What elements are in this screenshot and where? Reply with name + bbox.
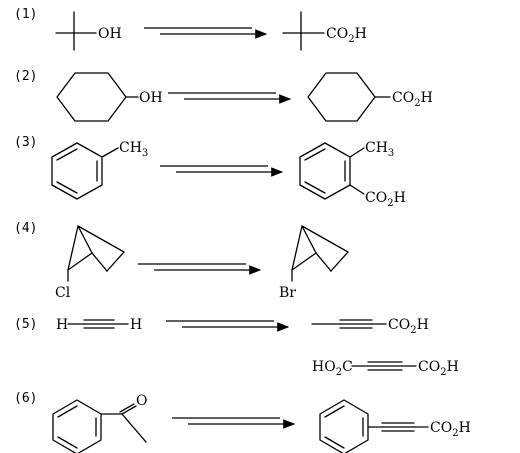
product-label: CO2H bbox=[392, 90, 433, 109]
label-part: CO bbox=[326, 26, 348, 42]
problem-6: (6) O CO2H bbox=[14, 391, 471, 453]
label-part: C bbox=[342, 359, 353, 375]
label-part: CO bbox=[418, 359, 440, 375]
product-label: Br bbox=[279, 285, 296, 301]
problem-number: (4) bbox=[14, 221, 37, 236]
problem-2: (2) OH CO2H bbox=[14, 69, 433, 122]
product-label: CO2H bbox=[388, 317, 429, 336]
label-part: CO bbox=[388, 317, 410, 333]
label-part: H bbox=[394, 190, 406, 206]
label-part: HO bbox=[312, 359, 336, 375]
problem-number: (6) bbox=[14, 391, 37, 406]
label-part: H bbox=[459, 420, 471, 436]
label-part: H bbox=[421, 90, 433, 106]
subscript: 2 bbox=[348, 34, 354, 45]
label-part: CO bbox=[430, 420, 452, 436]
reactant-label: OH bbox=[139, 90, 163, 106]
reactant-label-h2: H bbox=[130, 317, 142, 333]
problem-number: (2) bbox=[14, 69, 37, 84]
label-part: H bbox=[417, 317, 429, 333]
reactant-label: OH bbox=[98, 26, 122, 42]
subscript: 3 bbox=[142, 148, 148, 159]
reactant-label: Cl bbox=[55, 285, 71, 301]
label-part: H bbox=[447, 359, 459, 375]
subscript: 2 bbox=[410, 325, 416, 336]
reactant-cyclohexanol: OH bbox=[56, 72, 163, 122]
product-2-butynoic-acid: CO2H bbox=[311, 317, 429, 336]
subscript: 2 bbox=[336, 367, 342, 378]
reactant-acetylene: H H bbox=[56, 317, 142, 333]
product-bromonorbornane: Br bbox=[279, 225, 349, 301]
product-label-methyl: CH3 bbox=[365, 140, 394, 159]
reactant-tert-butanol: OH bbox=[55, 11, 122, 51]
reaction-arrow bbox=[168, 92, 292, 104]
subscript: 2 bbox=[440, 367, 446, 378]
product-label-acid: CO2H bbox=[365, 190, 406, 209]
product-acetylenedicarboxylic-acid: HO2C CO2H bbox=[312, 359, 459, 378]
subscript: 3 bbox=[388, 148, 394, 159]
problem-number: (5) bbox=[14, 317, 37, 332]
reaction-arrow bbox=[172, 417, 296, 429]
subscript: 2 bbox=[387, 198, 393, 209]
label-part: CH bbox=[365, 140, 388, 156]
subscript: 2 bbox=[414, 98, 420, 109]
problem-5: (5) H H CO2H HO2C bbox=[14, 317, 459, 378]
label-part: CO bbox=[392, 90, 414, 106]
reactant-chloronorbornane: Cl bbox=[55, 225, 125, 301]
reactant-label: CH3 bbox=[119, 140, 148, 159]
reaction-arrow bbox=[144, 27, 268, 39]
label-part: CO bbox=[365, 190, 387, 206]
product-phenylpropiolic-acid: CO2H bbox=[319, 399, 471, 453]
product-pivalic-acid: CO2H bbox=[282, 11, 367, 51]
product2-label-right: CO2H bbox=[418, 359, 459, 378]
problem-number: (1) bbox=[14, 7, 37, 22]
product2-label-left: HO2C bbox=[312, 359, 353, 378]
subscript: 2 bbox=[452, 428, 458, 439]
reactant-toluene: CH3 bbox=[51, 140, 148, 200]
problem-number: (3) bbox=[14, 135, 37, 150]
product-cyclohexanecarboxylic-acid: CO2H bbox=[307, 72, 433, 122]
label-part: CH bbox=[119, 140, 142, 156]
problem-3: (3) CH3 CH3 CO2H bbox=[14, 135, 406, 209]
product-2-methylbenzoic-acid: CH3 CO2H bbox=[299, 140, 406, 209]
reactant-label-h1: H bbox=[56, 317, 68, 333]
reaction-arrow bbox=[160, 165, 284, 177]
product-label: CO2H bbox=[326, 26, 367, 45]
reactant-acetophenone: O bbox=[52, 393, 147, 453]
label-part: H bbox=[355, 26, 367, 42]
problem-4: (4) Cl Br bbox=[14, 221, 349, 301]
problem-1: (1) OH CO2H bbox=[14, 7, 367, 51]
reactant-label-oxygen: O bbox=[136, 393, 147, 409]
reaction-arrow bbox=[166, 320, 290, 332]
reaction-arrow bbox=[138, 263, 262, 275]
product-label: CO2H bbox=[430, 420, 471, 439]
